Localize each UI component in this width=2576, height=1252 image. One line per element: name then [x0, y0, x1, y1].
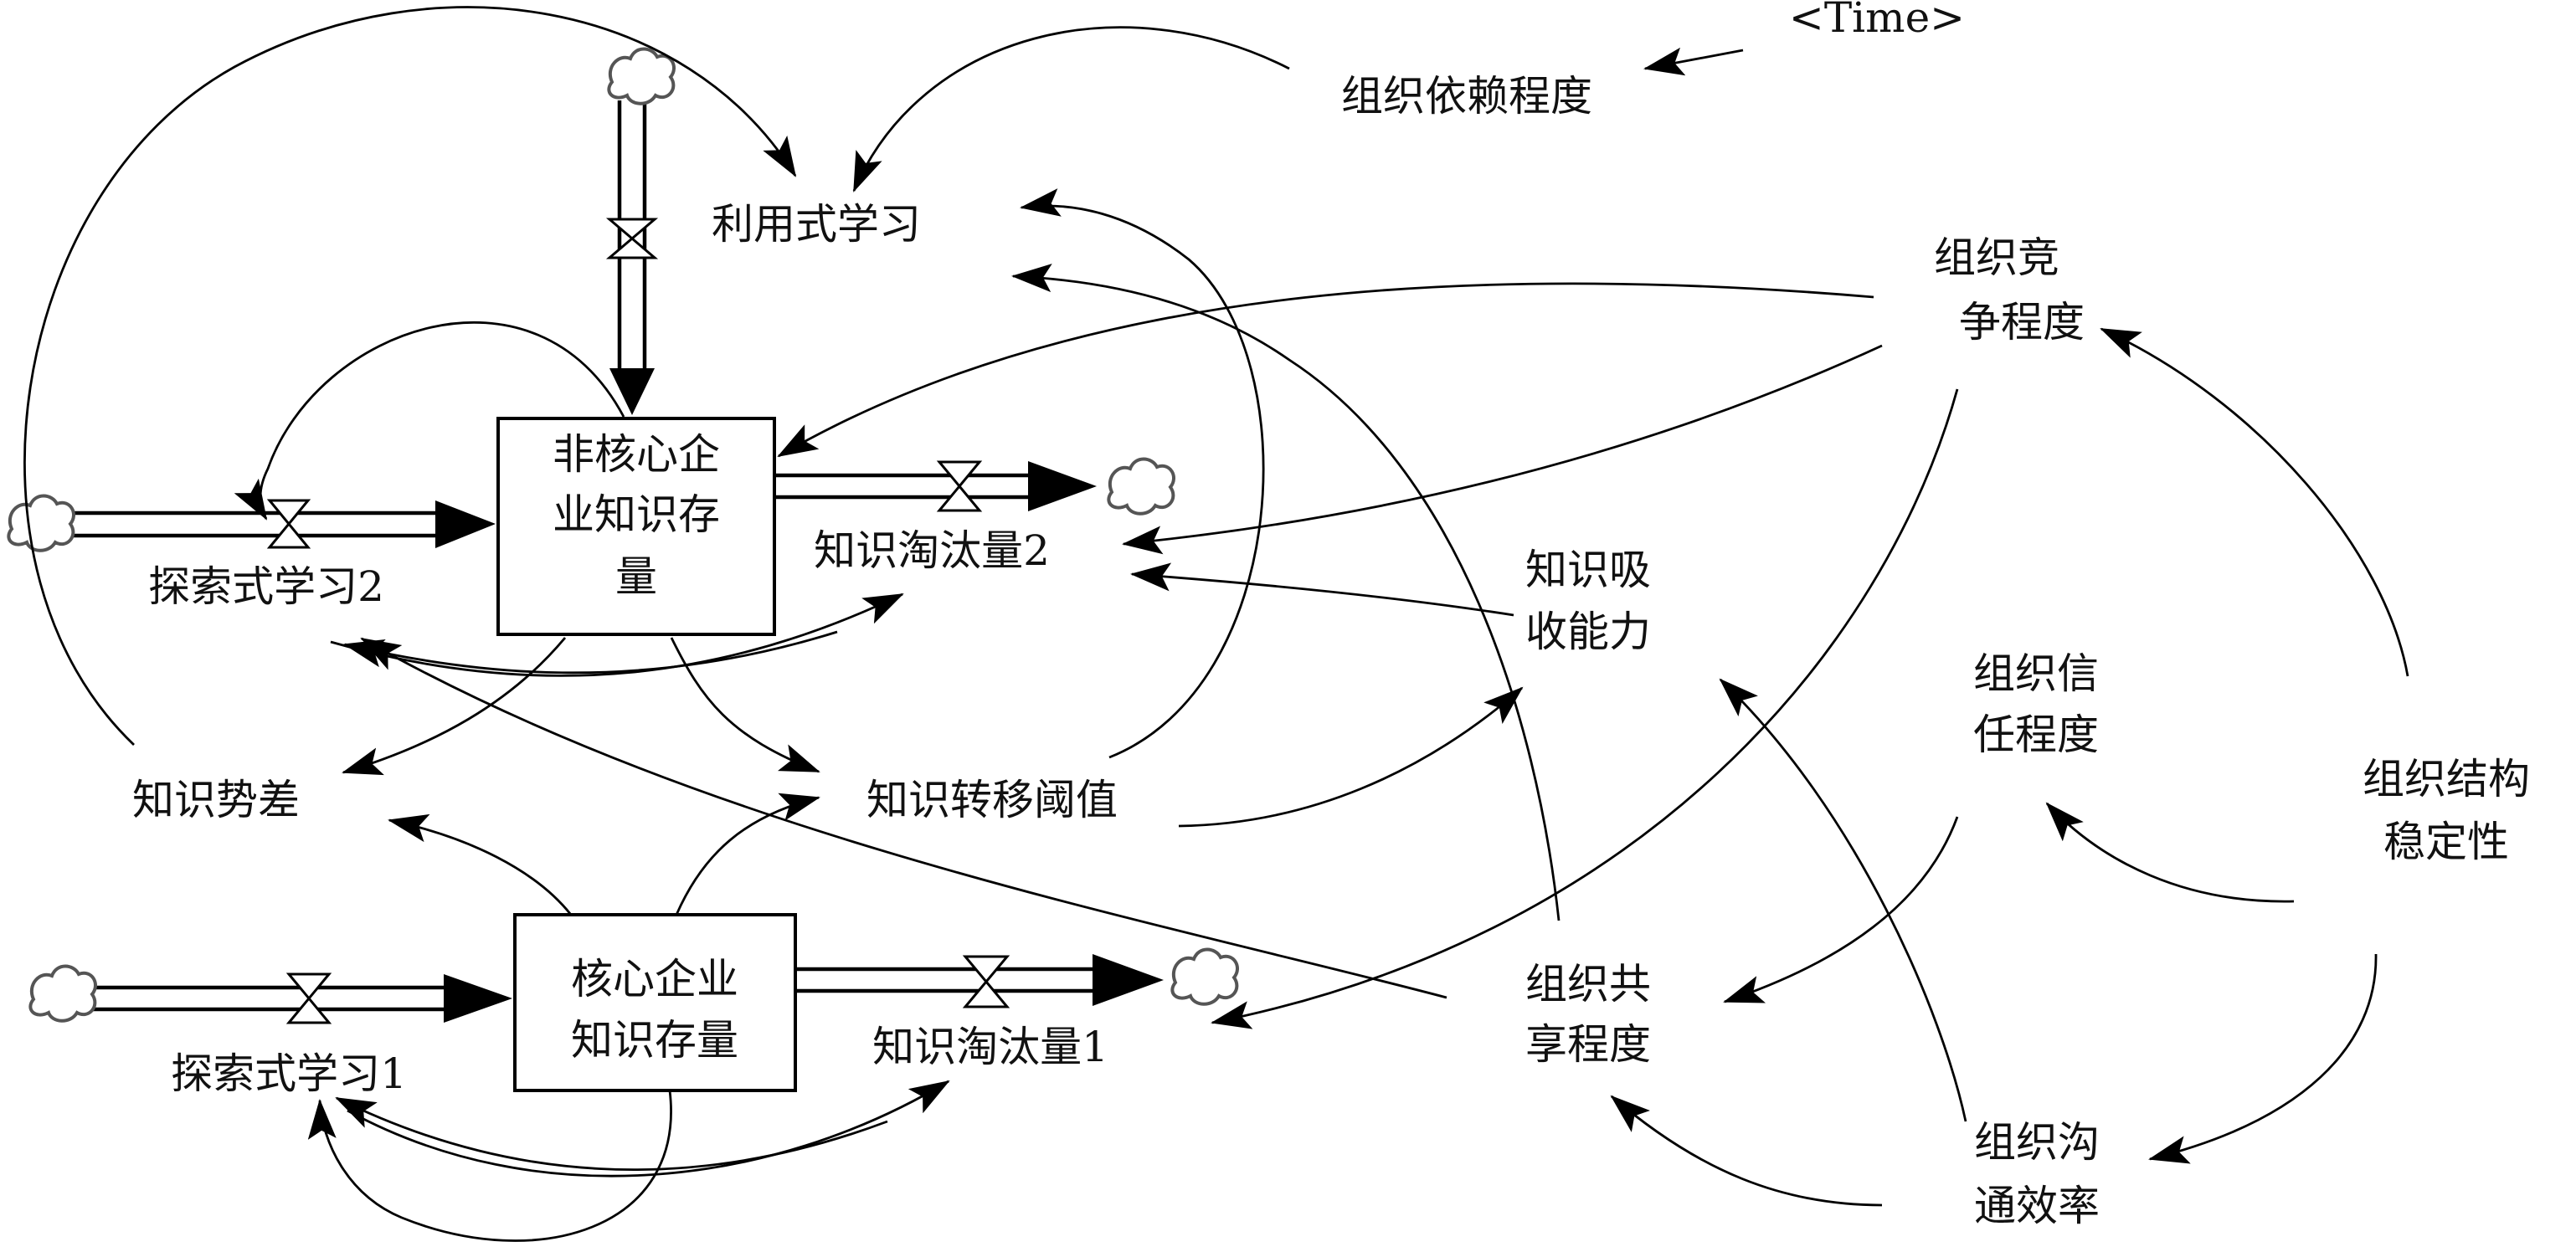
link-competition-noncore	[777, 282, 1874, 458]
link-dependence-exploit	[852, 26, 1290, 192]
var-transfer-threshold: 知识转移阈值	[866, 776, 1118, 824]
valve-icon	[936, 460, 983, 512]
link-noncore-explore2	[234, 321, 625, 521]
var-absorb-capacity: 知识吸 收能力	[1525, 546, 1651, 656]
link-structure-communication	[2148, 953, 2378, 1164]
flow-pipe-obsolete1	[797, 947, 1240, 1008]
flow-pipe-exploit	[605, 47, 676, 415]
source-cloud-icon	[28, 964, 98, 1023]
link-threshold-exploit	[1020, 188, 1265, 759]
flow-pipe-explore2	[7, 494, 496, 552]
var-trust: 组织信 任程度	[1973, 649, 2099, 759]
flow-explore2: 探索式学习2	[148, 562, 384, 611]
svg-text:组织信: 组织信	[1973, 649, 2099, 698]
link-competition-obsolete1	[1211, 388, 1959, 1029]
link-trust-share	[1723, 816, 1959, 1003]
var-sharing: 组织共 享程度	[1525, 960, 1651, 1069]
stock-noncore-knowledge: 非核心企 业知识存 量	[496, 417, 776, 636]
valve-icon	[962, 955, 1010, 1008]
causal-links	[23, 6, 2409, 1242]
flow-pipe-explore1	[28, 964, 512, 1024]
link-core-threshold	[675, 793, 820, 916]
valve-icon	[605, 218, 659, 259]
flow-explore1: 探索式学习1	[171, 1049, 407, 1098]
var-communication: 组织沟 通效率	[1974, 1118, 2100, 1230]
link-share-explore2	[360, 637, 1447, 999]
link-structure-competition	[2100, 327, 2409, 677]
link-explore1-obsolete1	[347, 1080, 950, 1178]
link-core-explore1	[307, 1090, 672, 1242]
svg-text:组织结构: 组织结构	[2363, 755, 2530, 803]
link-time-dependence	[1643, 47, 1744, 76]
link-explore2-obsolete2	[330, 593, 904, 677]
source-cloud-icon	[7, 494, 76, 552]
link-absorb-obsolete2	[1130, 562, 1514, 617]
svg-text:组织共: 组织共	[1525, 960, 1651, 1008]
svg-text:组织沟: 组织沟	[1974, 1118, 2100, 1167]
var-knowledge-potential: 知识势差	[132, 776, 300, 824]
valve-icon	[285, 972, 332, 1024]
link-share-exploit	[1011, 264, 1561, 921]
svg-text:争程度: 争程度	[1959, 298, 2085, 346]
link-core-potential	[388, 813, 573, 916]
sink-cloud-icon	[1170, 947, 1240, 1006]
svg-text:知识吸: 知识吸	[1525, 546, 1651, 594]
stock-noncore-line1: 非核心企	[553, 430, 720, 479]
var-competition: 组织竞 争程度	[1934, 233, 2085, 346]
sink-cloud-icon	[1107, 457, 1176, 516]
link-noncore-potential	[342, 637, 567, 776]
flow-pipe-obsolete2	[776, 457, 1176, 516]
svg-text:稳定性: 稳定性	[2383, 818, 2509, 866]
link-noncore-threshold	[670, 637, 820, 773]
source-cloud-icon	[607, 47, 676, 105]
var-structure-stability: 组织结构 稳定性	[2363, 755, 2530, 866]
var-time: <Time>	[1789, 0, 1965, 42]
stock-core-knowledge: 核心企业 知识存量	[513, 913, 797, 1092]
stock-core-line2: 知识存量	[571, 1016, 738, 1065]
link-communication-absorb	[1719, 678, 1967, 1122]
stock-noncore-line3: 量	[615, 552, 657, 601]
var-dependence: 组织依赖程度	[1341, 72, 1592, 121]
svg-text:收能力: 收能力	[1525, 608, 1651, 656]
flow-obsolete1: 知识淘汰量1	[872, 1023, 1108, 1071]
svg-text:任程度: 任程度	[1973, 711, 2099, 759]
flow-obsolete2: 知识淘汰量2	[814, 526, 1050, 575]
valve-icon	[266, 499, 311, 549]
svg-text:组织竞: 组织竞	[1934, 233, 2059, 282]
stock-noncore-line2: 业知识存	[553, 490, 720, 539]
stock-core-line1: 核心企业	[571, 955, 738, 1003]
link-potential-exploit	[23, 6, 797, 747]
link-competition-obsolete2	[1122, 344, 1883, 555]
link-communication-share	[1610, 1095, 1883, 1207]
var-exploit-learning: 利用式学习	[712, 200, 921, 249]
svg-text:享程度: 享程度	[1525, 1020, 1651, 1069]
link-threshold-absorb	[1178, 686, 1524, 828]
link-structure-trust	[2045, 802, 2295, 903]
svg-text:通效率: 通效率	[1974, 1182, 2100, 1230]
